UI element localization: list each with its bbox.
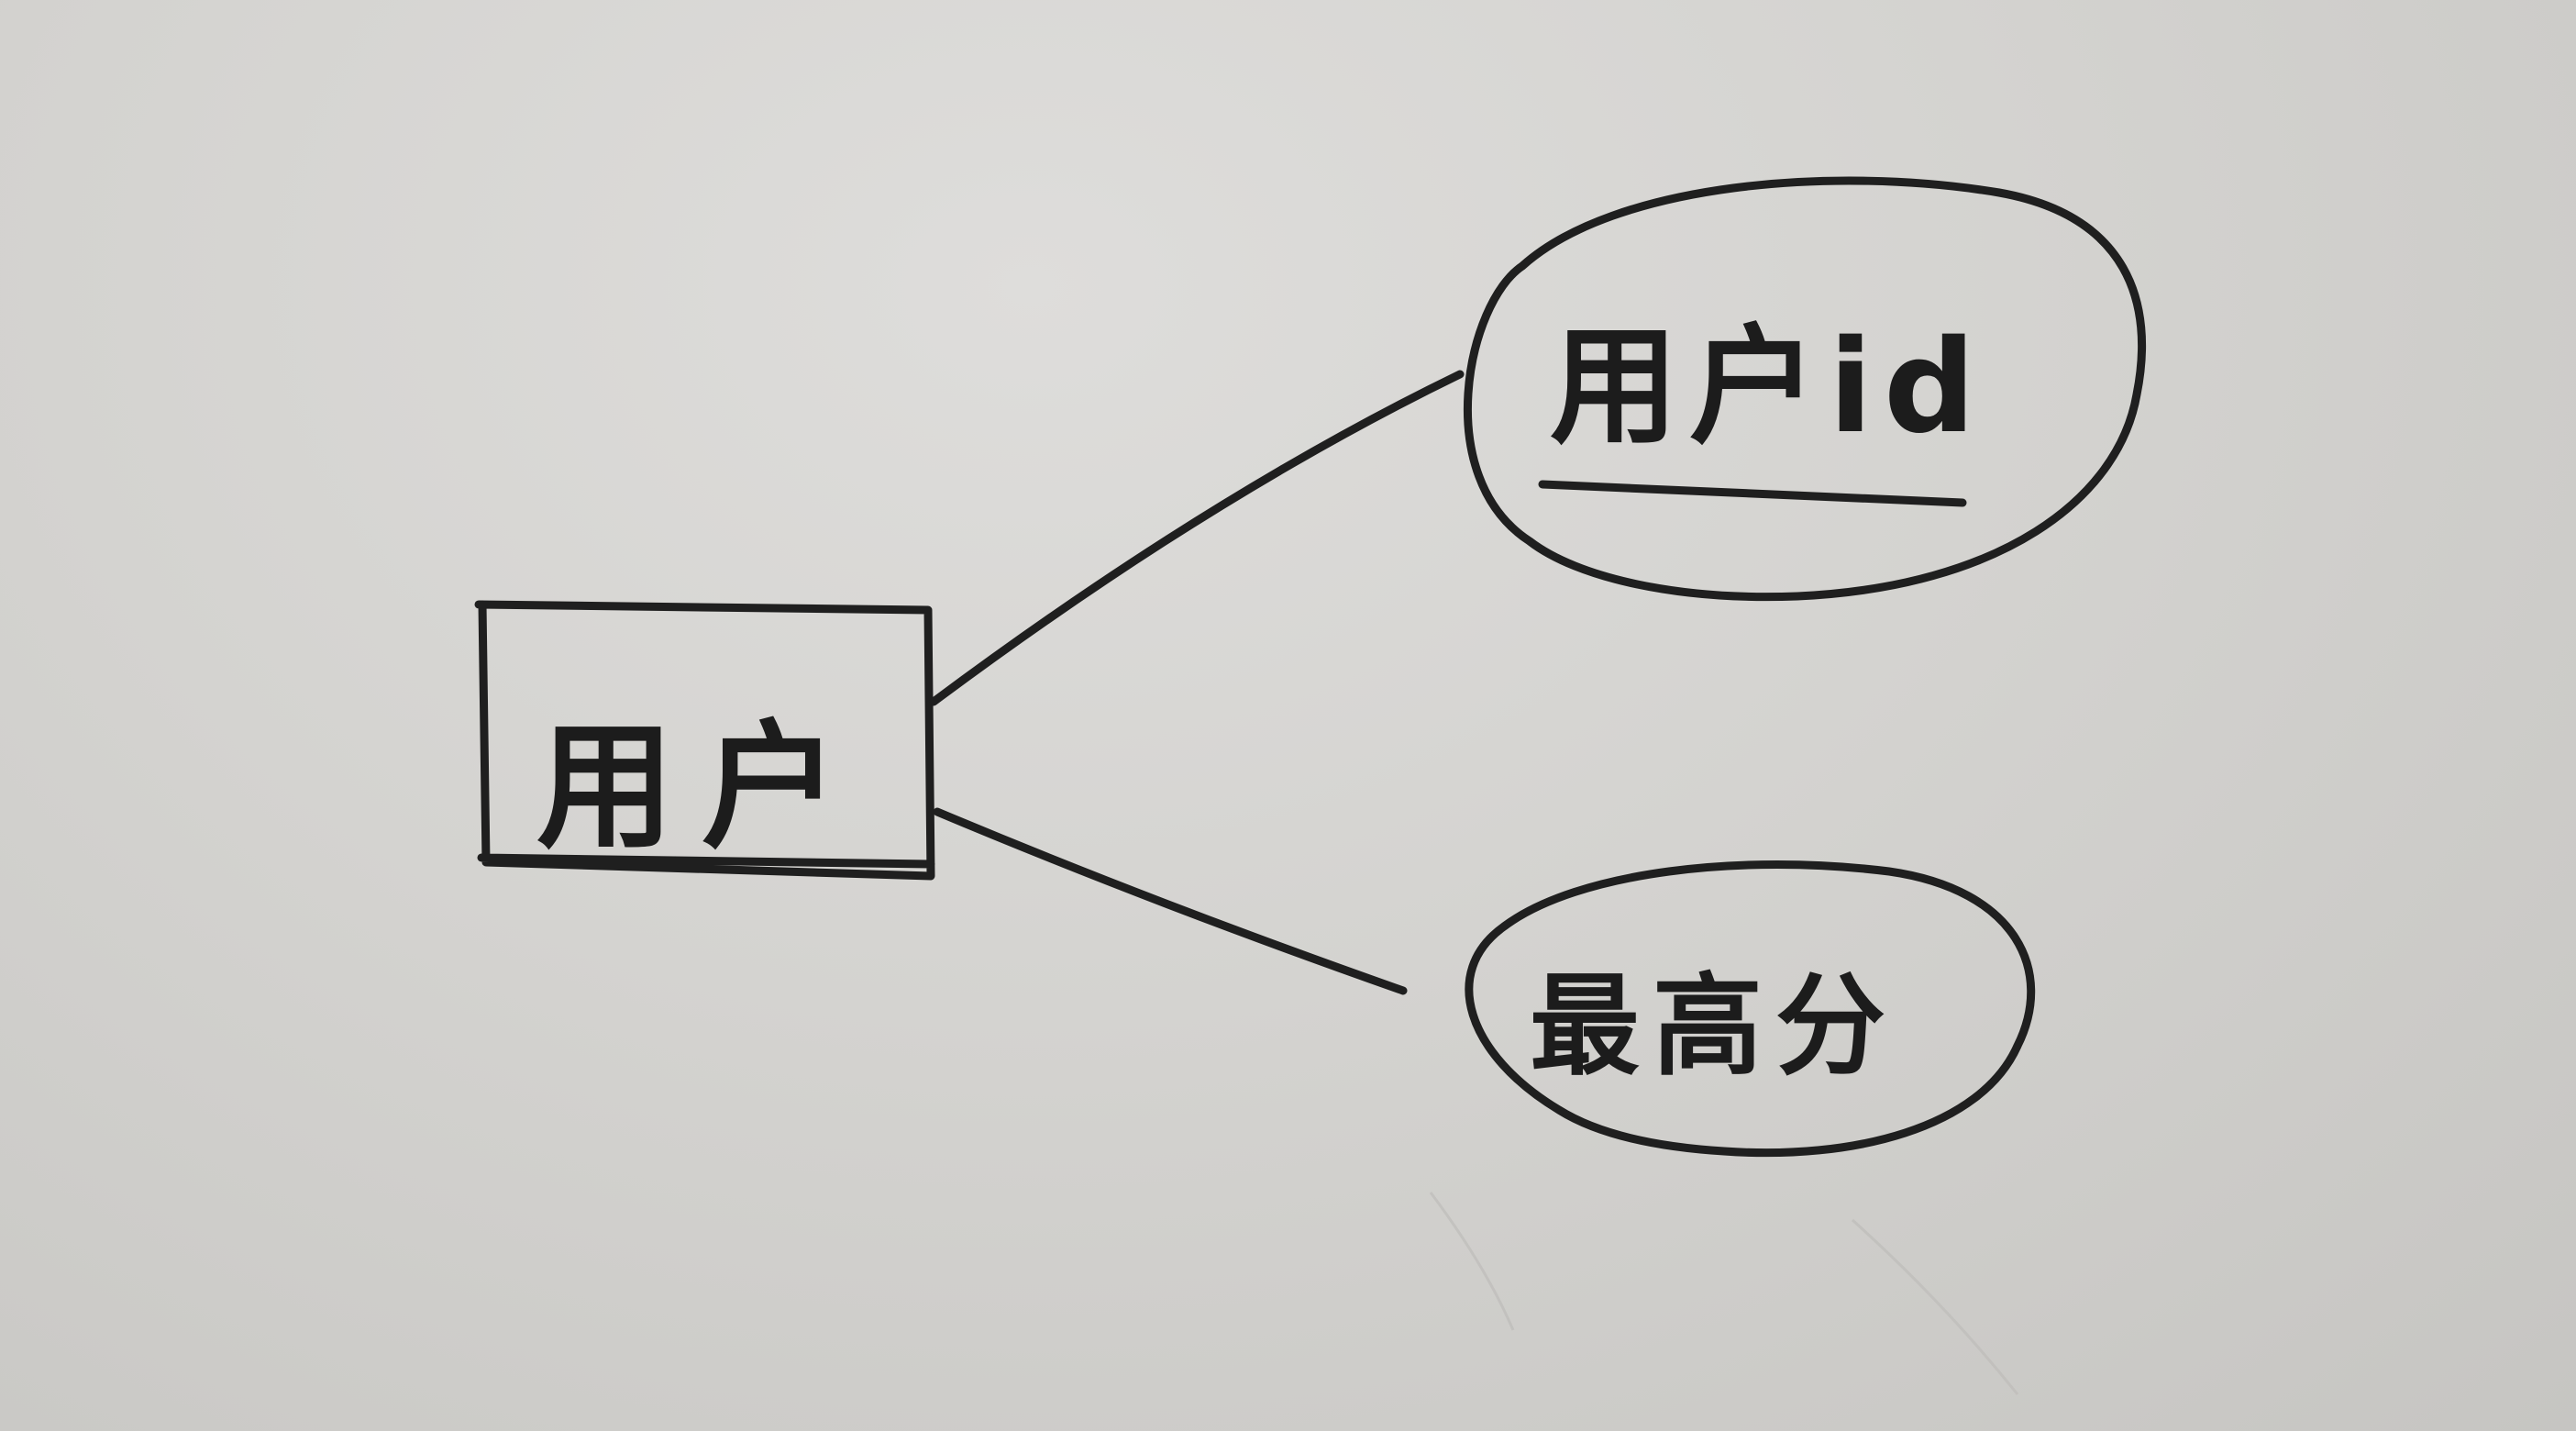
attribute-ellipse	[1465, 860, 2036, 1158]
entity-label: 用户	[536, 708, 867, 868]
attribute-high-score: 最高分	[1465, 860, 2036, 1158]
attribute-label: 最高分	[1530, 963, 1898, 1091]
attribute-ellipse	[1463, 176, 2146, 602]
entity-rectangle	[474, 600, 935, 881]
paper-crease	[1851, 1218, 2019, 1395]
attribute-label: 用户id	[1550, 313, 1986, 462]
attribute-user-id: 用户id	[1463, 176, 2146, 602]
entity-box: 用户	[474, 600, 935, 881]
key-underline	[1538, 480, 1967, 507]
paper-crease	[1429, 1192, 1515, 1331]
connector-line-high-score	[933, 807, 1408, 995]
connector-line-user-id	[929, 370, 1465, 706]
